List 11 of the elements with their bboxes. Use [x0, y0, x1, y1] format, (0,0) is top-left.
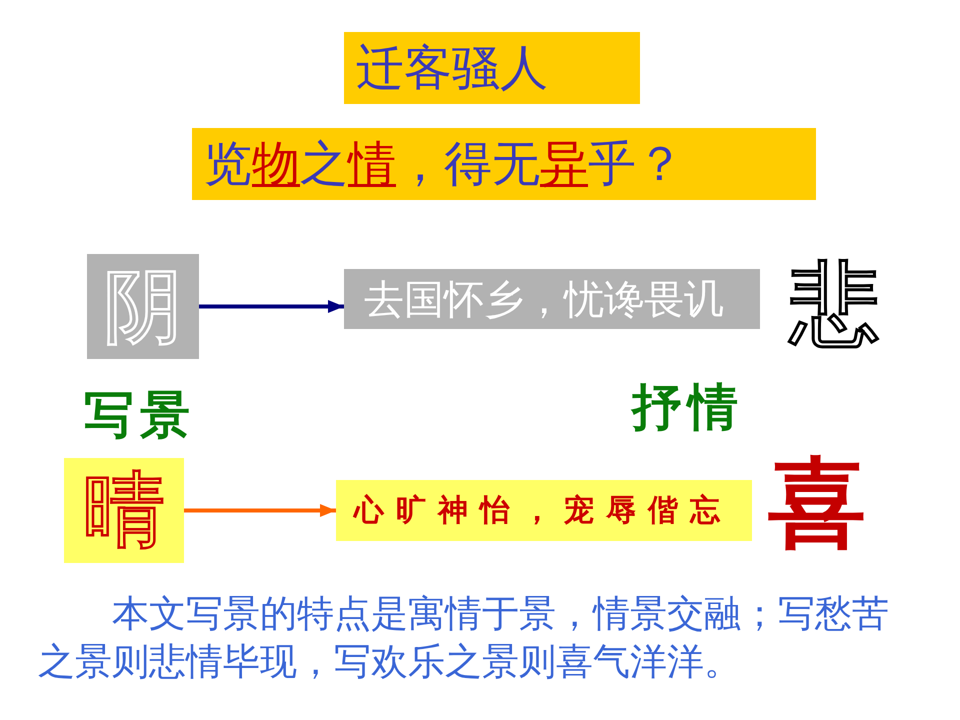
arrow	[184, 504, 336, 517]
column-heading: 抒情	[632, 382, 744, 432]
text-box: 心旷神怡，宠辱偕忘	[336, 480, 752, 541]
character-tile: 阴	[87, 254, 199, 359]
paragraph: 本文写景的特点是寓情于景，情景交融；写愁苦之景则悲情毕现，写欢乐之景则喜气洋洋。	[38, 591, 890, 685]
column-heading: 写景	[84, 390, 196, 440]
arrow	[199, 300, 344, 313]
character-tile: 晴	[64, 458, 184, 563]
title-banner: 迁客骚人	[344, 32, 640, 104]
calligraphy-character: 喜	[768, 455, 866, 553]
text-box: 去国怀乡，忧谗畏讥	[344, 269, 760, 329]
